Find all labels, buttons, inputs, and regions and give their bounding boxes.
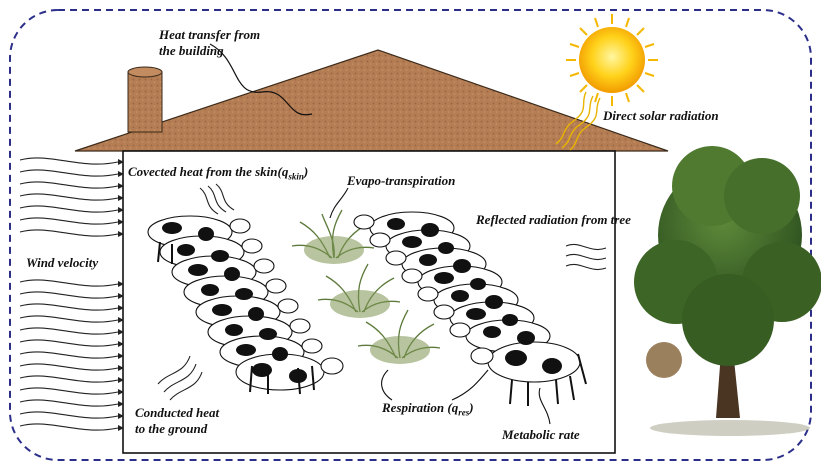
convected-heat-text: Covected heat from the skin(q — [128, 164, 288, 179]
evapo-transpiration-label: Evapo-transpiration — [347, 173, 455, 188]
reflected-radiation-label: Reflected radiation from tree — [476, 212, 631, 227]
conducted-heat-label-line1: Conducted heat — [135, 405, 219, 420]
respiration-subscript: res — [458, 408, 469, 418]
heat-transfer-label-line2: the building — [159, 43, 224, 58]
wind-velocity-label: Wind velocity — [26, 255, 98, 270]
conducted-heat-label-line2: to the ground — [135, 421, 207, 436]
respiration-close: ) — [469, 400, 473, 415]
direct-solar-label: Direct solar radiation — [603, 108, 719, 123]
chimney-top — [128, 67, 162, 77]
wind-arrows — [20, 158, 118, 430]
respiration-text: Respiration (q — [382, 400, 458, 415]
tree-icon — [634, 146, 821, 436]
respiration-label: Respiration (qres) — [382, 400, 474, 421]
convected-heat-close: ) — [304, 164, 308, 179]
sun-icon — [566, 14, 658, 106]
convected-heat-label: Covected heat from the skin(qskin) — [128, 164, 308, 185]
convected-heat-subscript: skin — [288, 172, 304, 182]
heat-transfer-label-line1: Heat transfer from — [159, 27, 260, 42]
chimney — [128, 72, 162, 132]
metabolic-rate-label: Metabolic rate — [502, 427, 580, 442]
